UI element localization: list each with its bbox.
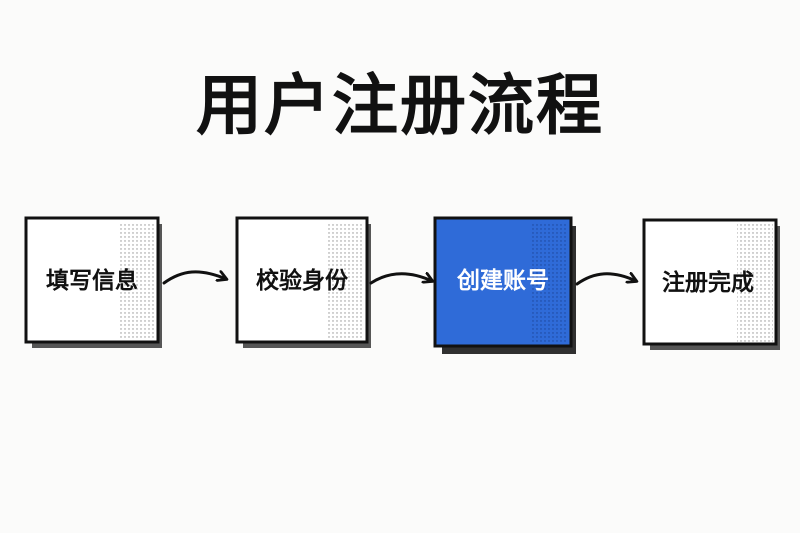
step-box-3-shading — [530, 222, 568, 344]
step-box-2-shading — [328, 222, 364, 340]
step-box-3: 创建账号 — [433, 216, 576, 354]
step-box-4: 注册完成 — [642, 218, 780, 350]
step-box-4-shading — [737, 224, 773, 342]
diagram-title: 用户注册流程 — [196, 67, 604, 144]
step-label-4: 注册完成 — [662, 269, 754, 296]
step-box-2: 校验身份 — [235, 216, 371, 348]
flow-arrow-2 — [369, 274, 432, 285]
step-label-2: 校验身份 — [256, 267, 349, 294]
flow-arrow-1 — [162, 272, 226, 285]
step-label-3: 创建账号 — [456, 268, 549, 294]
step-box-1: 填写信息 — [24, 216, 162, 348]
step-label-1: 填写信息 — [46, 267, 138, 294]
step-box-1-shading — [120, 222, 156, 340]
flow-arrow-3 — [575, 274, 636, 286]
